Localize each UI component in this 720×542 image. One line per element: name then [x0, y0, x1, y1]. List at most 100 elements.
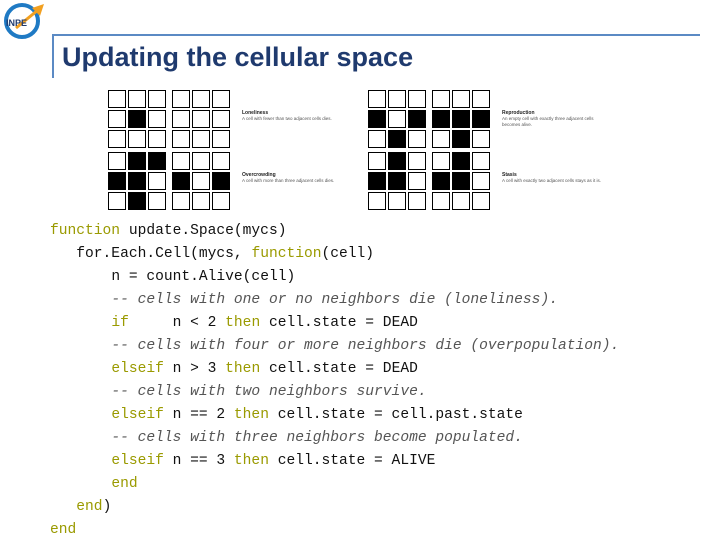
dead-cell — [148, 130, 166, 148]
code-comment: -- cells with one or no neighbors die (l… — [111, 292, 558, 308]
dead-cell — [368, 192, 386, 210]
life-grid — [108, 90, 166, 148]
logo-wordmark: INPE — [6, 18, 27, 28]
dead-cell — [388, 90, 406, 108]
dead-cell — [192, 172, 210, 190]
code-keyword: if — [111, 315, 129, 331]
code-keyword: elseif — [111, 407, 164, 423]
dead-cell — [432, 90, 450, 108]
dead-cell — [192, 130, 210, 148]
dead-cell — [368, 90, 386, 108]
dead-cell — [148, 110, 166, 128]
dead-cell — [408, 192, 426, 210]
alive-cell — [388, 152, 406, 170]
dead-cell — [172, 192, 190, 210]
code-keyword: end — [111, 476, 138, 492]
dead-cell — [172, 130, 190, 148]
code-line: elseif n == 2 then cell.state = cell.pas… — [50, 404, 619, 427]
alive-cell — [128, 192, 146, 210]
title-accent-bar — [52, 34, 54, 78]
alive-cell — [452, 110, 470, 128]
alive-cell — [368, 110, 386, 128]
code-line: -- cells with one or no neighbors die (l… — [50, 289, 619, 312]
dead-cell — [212, 90, 230, 108]
dead-cell — [432, 192, 450, 210]
code-line: n = count.Alive(cell) — [50, 266, 619, 289]
alive-cell — [432, 172, 450, 190]
dead-cell — [388, 192, 406, 210]
life-grid — [172, 90, 230, 148]
dead-cell — [368, 152, 386, 170]
dead-cell — [212, 130, 230, 148]
life-grid — [368, 90, 426, 148]
life-grid — [432, 90, 490, 148]
code-keyword: then — [233, 407, 269, 423]
code-text: cell.state = cell.past.state — [268, 407, 523, 423]
dead-cell — [148, 172, 166, 190]
alive-cell — [472, 110, 490, 128]
code-text: n < 2 — [128, 315, 226, 331]
dead-cell — [388, 110, 406, 128]
code-line: end — [50, 519, 619, 542]
inpe-logo: INPE — [2, 2, 46, 40]
code-keyword: end — [76, 499, 103, 515]
code-keyword: end — [50, 522, 77, 538]
code-text: for.Each.Cell(mycs, — [76, 246, 252, 262]
logo-icon: INPE — [4, 3, 44, 39]
rule-title-stasis: Stasis — [502, 172, 517, 178]
dead-cell — [172, 152, 190, 170]
code-line: -- cells with four or more neighbors die… — [50, 335, 619, 358]
code-text: cell.state = DEAD — [260, 361, 418, 377]
dead-cell — [172, 110, 190, 128]
dead-cell — [212, 110, 230, 128]
dead-cell — [108, 110, 126, 128]
alive-cell — [452, 130, 470, 148]
code-line: -- cells with three neighbors become pop… — [50, 427, 619, 450]
code-keyword: elseif — [111, 453, 164, 469]
rule-desc-stasis: A cell with exactly two adjacent cells s… — [502, 178, 602, 183]
code-text: n == 2 — [163, 407, 234, 423]
code-keyword: then — [225, 315, 261, 331]
dead-cell — [148, 90, 166, 108]
alive-cell — [148, 152, 166, 170]
dead-cell — [148, 192, 166, 210]
dead-cell — [472, 130, 490, 148]
rule-desc-reproduction: An empty cell with exactly three adjacen… — [502, 116, 594, 127]
code-block: function update.Space(mycs) for.Each.Cel… — [50, 220, 619, 542]
alive-cell — [452, 172, 470, 190]
alive-cell — [368, 172, 386, 190]
code-text: n > 3 — [163, 361, 226, 377]
code-comment: -- cells with two neighbors survive. — [111, 384, 427, 400]
code-line: if n < 2 then cell.state = DEAD — [50, 312, 619, 335]
dead-cell — [432, 130, 450, 148]
dead-cell — [408, 172, 426, 190]
code-text: n = count.Alive(cell) — [111, 269, 296, 285]
code-text: update.Space(mycs) — [120, 223, 287, 239]
code-text: n == 3 — [163, 453, 234, 469]
life-grid — [172, 152, 230, 210]
code-line: elseif n > 3 then cell.state = DEAD — [50, 358, 619, 381]
life-grid — [108, 152, 166, 210]
code-keyword: function — [50, 223, 121, 239]
code-keyword: function — [251, 246, 322, 262]
code-line: end — [50, 473, 619, 496]
code-comment: -- cells with three neighbors become pop… — [111, 430, 523, 446]
dead-cell — [192, 152, 210, 170]
life-grid — [368, 152, 426, 210]
title-divider — [52, 34, 700, 36]
dead-cell — [108, 152, 126, 170]
slide-title: Updating the cellular space — [62, 42, 414, 72]
dead-cell — [192, 90, 210, 108]
dead-cell — [108, 90, 126, 108]
dead-cell — [472, 172, 490, 190]
dead-cell — [172, 90, 190, 108]
dead-cell — [108, 130, 126, 148]
alive-cell — [172, 172, 190, 190]
dead-cell — [472, 90, 490, 108]
code-line: for.Each.Cell(mycs, function(cell) — [50, 243, 619, 266]
alive-cell — [128, 152, 146, 170]
rule-desc-loneliness: A cell with fewer than two adjacent cell… — [242, 116, 332, 121]
rule-title-overcrowding: Overcrowding — [242, 172, 276, 178]
dead-cell — [212, 192, 230, 210]
rule-title-reproduction: Reproduction — [502, 110, 535, 116]
